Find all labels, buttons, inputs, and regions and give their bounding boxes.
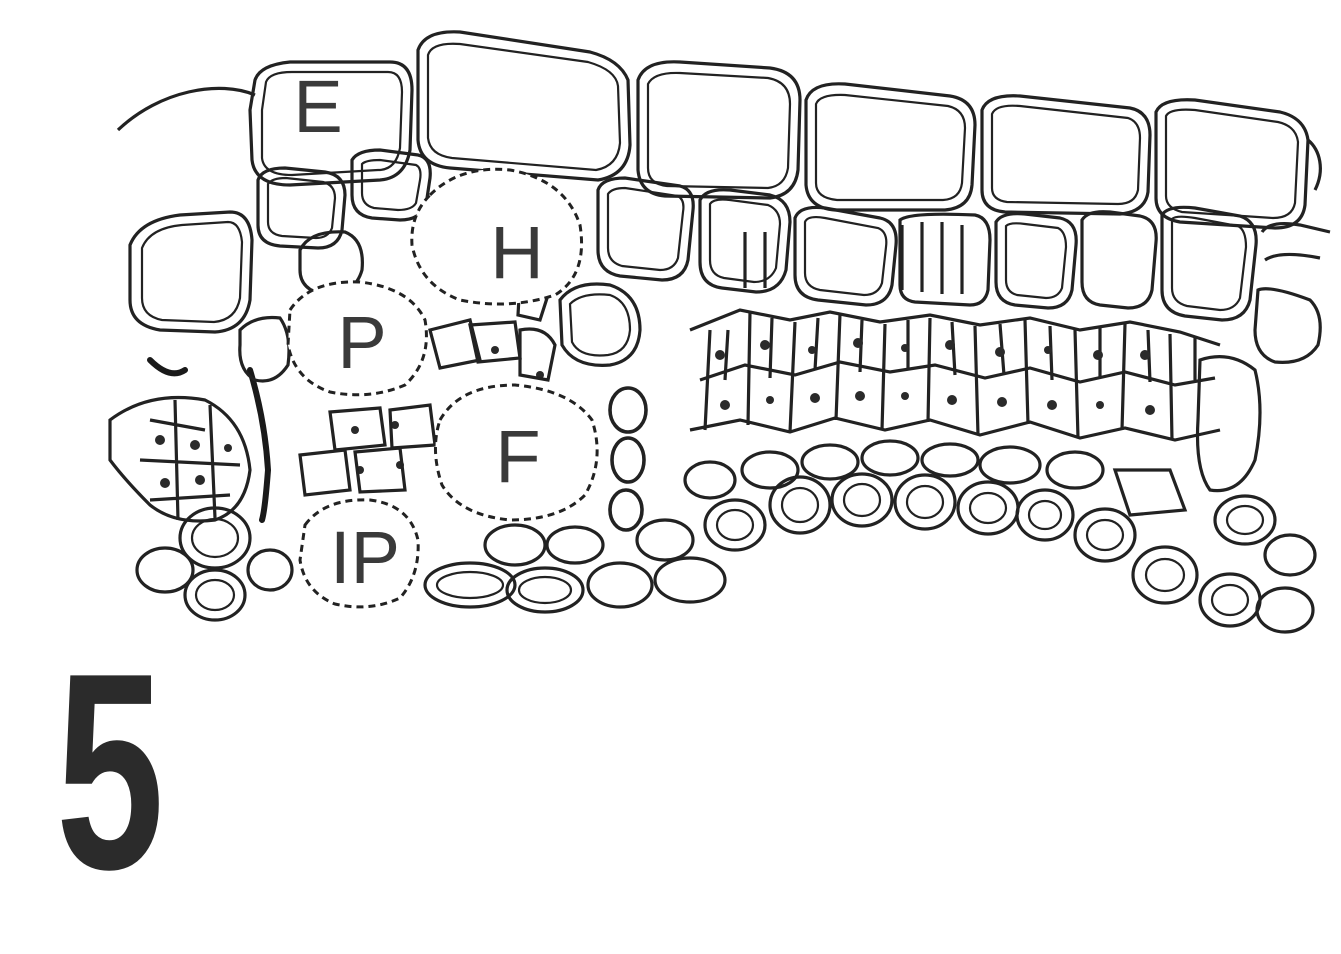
epidermis-cell	[982, 96, 1150, 214]
label-f: F	[495, 415, 540, 498]
label-ip: IP	[330, 516, 400, 599]
label-e: E	[293, 65, 342, 148]
epidermis-cell	[638, 62, 800, 198]
label-p: P	[337, 301, 386, 384]
label-h: H	[490, 211, 543, 294]
epidermis-cell	[806, 84, 975, 210]
figure-number: 5	[56, 616, 164, 928]
